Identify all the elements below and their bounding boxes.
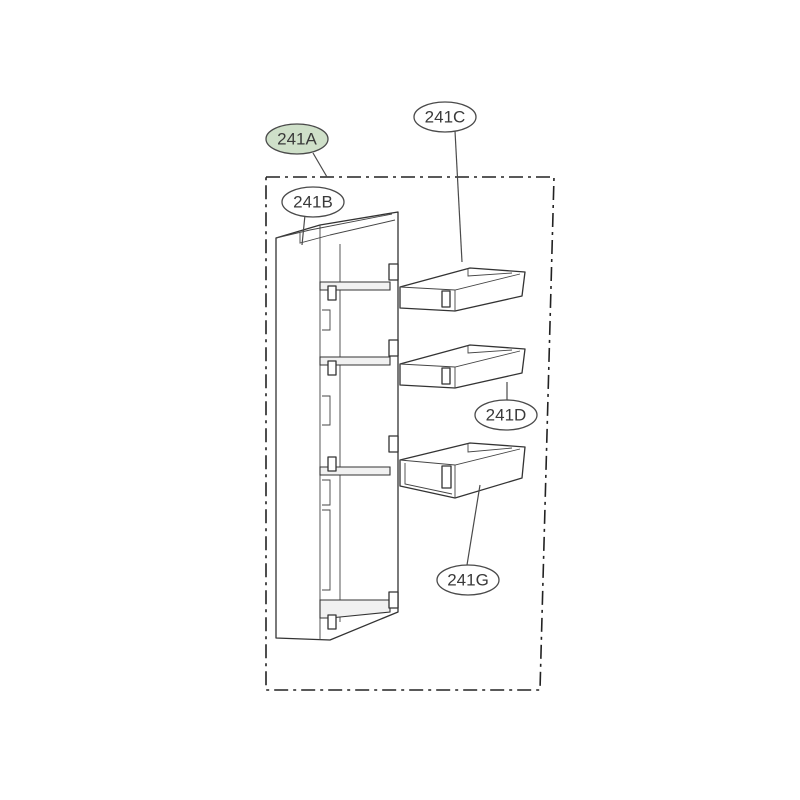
callout-241g-label: 241G — [447, 570, 489, 589]
leader-241b — [301, 214, 306, 246]
callout-241d-label: 241D — [486, 405, 527, 424]
callout-241a: 241A — [265, 123, 329, 155]
callout-241b-label: 241B — [293, 192, 333, 211]
door-bin-lower — [399, 442, 526, 499]
door-bin-upper — [399, 267, 526, 312]
leader-241c — [454, 130, 463, 263]
callout-241g: 241G — [436, 564, 500, 596]
callout-241c: 241C — [413, 101, 477, 133]
callout-241c-label: 241C — [425, 107, 466, 126]
leader-241a — [312, 152, 328, 178]
callout-241b: 241B — [281, 186, 345, 218]
leader-241g — [466, 484, 481, 566]
door-bin-middle — [399, 344, 526, 389]
callout-241a-label: 241A — [277, 129, 317, 148]
callout-241d: 241D — [474, 399, 538, 431]
door-liner — [275, 211, 399, 641]
